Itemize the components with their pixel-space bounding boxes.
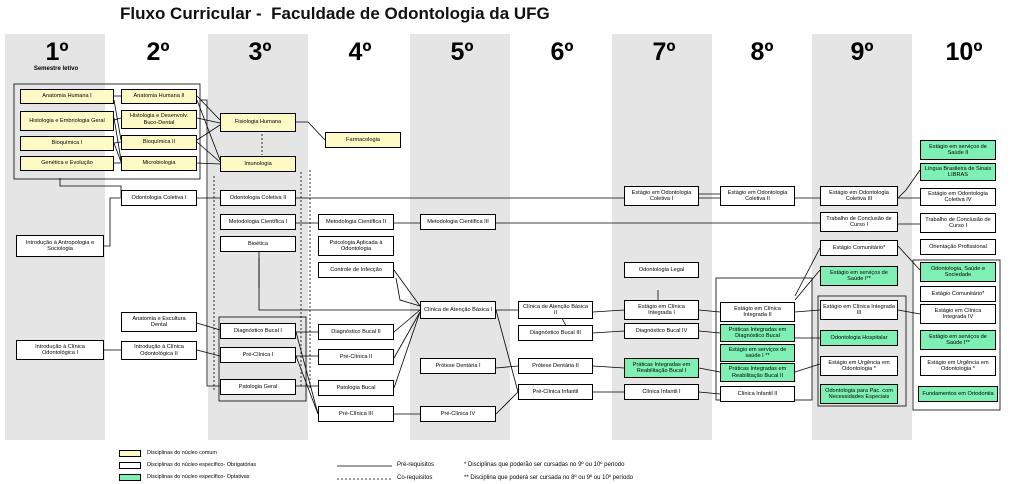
discipline-odontologia-hospitalar[interactable]: Odontologia Hospitalar — [820, 330, 898, 346]
discipline-bioquimica-2[interactable]: Bioquímica II — [121, 135, 197, 150]
discipline-metodologia-1[interactable]: Metodologia Científica I — [220, 214, 296, 230]
discipline-imunologia[interactable]: Imunologia — [220, 156, 296, 172]
semester-label-8: 8º — [750, 38, 774, 66]
legend-label-obrigatorias: Disciplinas do núcleo específico- Obriga… — [147, 462, 257, 468]
discipline-anatomia-humana-2[interactable]: Anatomia Humana II — [121, 89, 197, 104]
semester-label-10: 10º — [945, 38, 983, 66]
discipline-odontologia-legal[interactable]: Odontologia Legal — [624, 262, 699, 278]
discipline-estagio-urgencia-9[interactable]: Estágio em Urgência em Odontologia * — [820, 356, 898, 376]
discipline-estagio-urgencia-10[interactable]: Estágio em Urgência em Odontologia * — [920, 356, 996, 376]
semester-label-1: 1º — [45, 38, 69, 66]
discipline-diagnostico-bucal-1[interactable]: Diagnóstico Bucal I — [220, 323, 296, 339]
discipline-odontologia-coletiva-2[interactable]: Odontologia Coletiva II — [220, 190, 296, 206]
discipline-tcc-1-9[interactable]: Trabalho de Conclusão de Curso I — [820, 212, 898, 232]
semester-label-5: 5º — [450, 38, 474, 66]
legend-swatch-optativas — [119, 474, 141, 481]
discipline-odontologia-saude-sociedade[interactable]: Odontologia, Saúde e Sociedade — [920, 262, 996, 282]
discipline-diagnostico-bucal-4[interactable]: Diagnóstico Bucal IV — [624, 323, 699, 339]
discipline-diagnostico-bucal-3[interactable]: Diagnóstico Bucal III — [518, 325, 593, 341]
discipline-estagio-odc-3[interactable]: Estágio em Odontologia Coletiva III — [820, 186, 898, 206]
discipline-fundamentos-ortodontia[interactable]: Fundamentos em Ortodontia — [918, 386, 998, 402]
semester-sublabel: Semestre letivo — [33, 66, 79, 72]
discipline-estagio-clinica-integrada-2[interactable]: Estágio em Clínica Integrada II — [720, 302, 795, 322]
discipline-histologia-buco-dental[interactable]: Histologia e Desenvolv. Buco-Dental — [121, 110, 197, 129]
discipline-estagio-saude-9[interactable]: Estágio em serviços de Saúde I** — [820, 266, 898, 286]
discipline-estagio-saude-1-8[interactable]: Estágio em serviços de saúde I ** — [720, 344, 795, 362]
discipline-pre-clinica-3[interactable]: Pré-Clínica III — [318, 406, 394, 422]
discipline-orientacao-profissional[interactable]: Orientação Profissional — [920, 239, 996, 255]
discipline-bioquimica-1[interactable]: Bioquímica I — [20, 136, 114, 151]
discipline-intro-clinica-1[interactable]: Introdução à Clínica Odontológica I — [16, 340, 104, 360]
footnote-single-asterisk: * Disciplinas que poderão ser cursadas n… — [464, 462, 625, 468]
legend-swatch-obrigatorias — [119, 462, 141, 469]
discipline-estagio-comunitario-9[interactable]: Estágio Comunitário* — [820, 240, 898, 256]
discipline-anatomia-escultura[interactable]: Anatomia e Escultura Dental — [121, 312, 197, 332]
discipline-psicologia[interactable]: Psicologia Aplicada à Odontologia — [318, 236, 394, 256]
discipline-odontologia-coletiva-1[interactable]: Odontologia Coletiva I — [121, 190, 197, 206]
discipline-genetica-evolucao[interactable]: Genética e Evolução — [20, 156, 114, 171]
discipline-farmacologia[interactable]: Farmacologia — [325, 132, 401, 148]
discipline-histologia-embriologia[interactable]: Histologia e Embriologia Geral — [20, 111, 114, 131]
discipline-patologia-bucal[interactable]: Patologia Bucal — [318, 380, 394, 396]
semester-label-2: 2º — [146, 38, 170, 66]
discipline-pre-clinica-2[interactable]: Pré-Clínica II — [318, 349, 394, 365]
discipline-metodologia-3[interactable]: Metodologia Científica III — [420, 214, 496, 230]
discipline-pre-clinica-4[interactable]: Pré-Clínica IV — [420, 406, 496, 422]
discipline-protese-dentaria-1[interactable]: Prótese Dentária I — [420, 358, 496, 374]
discipline-pacientes-necessidades-especiais[interactable]: Odontologia para Pac. com Necessidades E… — [820, 384, 898, 404]
discipline-patologia-geral[interactable]: Patologia Geral — [220, 379, 296, 395]
legend-label-comum: Disciplinas do núcleo comum — [147, 450, 217, 456]
footnote-double-asterisk: ** Disciplina que poderá ser cursada no … — [464, 475, 634, 481]
discipline-pre-clinica-1[interactable]: Pré-Clínica I — [220, 347, 296, 363]
semester-band-7 — [612, 34, 712, 440]
semester-label-3: 3º — [248, 38, 272, 66]
legend-label-corequisitos: Co-requisitos — [397, 475, 433, 481]
discipline-protese-dentaria-2[interactable]: Prótese Dentária II — [518, 358, 593, 374]
discipline-estagio-clinica-integrada-1[interactable]: Estágio em Clínica Integrada I — [624, 300, 699, 320]
discipline-intro-antropologia[interactable]: Introdução à Antropologia e Sociologia — [16, 235, 104, 257]
page-title: Fluxo Curricular - Faculdade de Odontolo… — [120, 4, 550, 23]
discipline-estagio-odc-1[interactable]: Estágio em Odontologia Coletiva I — [624, 186, 699, 206]
discipline-estagio-odc-4[interactable]: Estágio em Odontologia Coletiva IV — [920, 188, 996, 206]
discipline-tcc-1-10[interactable]: Trabalho de Conclusão de Curso I — [920, 213, 996, 233]
legend-swatch-comum — [119, 450, 141, 457]
legend-label-optativas: Disciplinas do núcleo específico- Optati… — [147, 474, 250, 480]
discipline-praticas-reabilitacao-2[interactable]: Práticas Integradas em Reabilitação Buca… — [720, 363, 795, 382]
discipline-anatomia-humana-1[interactable]: Anatomia Humana I — [20, 89, 114, 104]
semester-band-5 — [410, 34, 510, 440]
discipline-microbiologia[interactable]: Microbiologia — [121, 156, 197, 171]
discipline-praticas-reabilitacao-1[interactable]: Práticas Integradas em Reabilitação Buca… — [624, 358, 699, 378]
semester-label-4: 4º — [348, 38, 372, 66]
discipline-estagio-comunitario-10[interactable]: Estágio Comunitário* — [920, 286, 996, 302]
discipline-fisiologia-humana[interactable]: Fisiologia Humana — [220, 113, 296, 132]
discipline-estagio-saude-10[interactable]: Estágio em serviços de Saúde I** — [920, 330, 996, 350]
legend-label-prerequisitos: Pré-requisitos — [397, 462, 435, 468]
semester-label-7: 7º — [652, 38, 676, 66]
discipline-metodologia-2[interactable]: Metodologia Científica II — [318, 214, 394, 230]
discipline-estagio-clinica-integrada-3[interactable]: Estágio em Clínica Integrada III — [820, 300, 898, 320]
semester-label-6: 6º — [550, 38, 574, 66]
discipline-clinica-atencao-basica-1[interactable]: Clínica de Atenção Básica I — [420, 301, 496, 319]
semester-label-9: 9º — [850, 38, 874, 66]
discipline-bioetica[interactable]: Bioética — [220, 236, 296, 252]
discipline-diagnostico-bucal-2[interactable]: Diagnóstico Bucal II — [318, 324, 394, 340]
semester-band-9 — [812, 34, 912, 440]
discipline-controle-infeccao[interactable]: Controle de Infecção — [318, 262, 394, 278]
discipline-clinica-atencao-basica-2[interactable]: Clínica de Atenção Básica II — [518, 301, 593, 319]
discipline-estagio-saude-2[interactable]: Estágio em serviços de Saúde II — [920, 140, 996, 160]
discipline-intro-clinica-2[interactable]: Introdução à Clínica Odontológica II — [121, 341, 197, 360]
discipline-estagio-clinica-integrada-4[interactable]: Estágio em Clínica Integrada IV — [920, 304, 996, 324]
discipline-clinica-infantil-2[interactable]: Clínica Infantil II — [720, 386, 795, 402]
discipline-estagio-odc-2[interactable]: Estágio em Odontologia Coletiva II — [720, 186, 795, 206]
discipline-clinica-infantil-1[interactable]: Clínica Infantil I — [624, 384, 699, 400]
discipline-praticas-diagnostico[interactable]: Práticas Integradas em Diagnóstico Bucal — [720, 324, 795, 342]
discipline-libras[interactable]: Língua Brasileira de Sinais LIBRAS — [920, 163, 996, 181]
discipline-pre-clinica-infantil[interactable]: Pré-Clínica Infantil — [518, 384, 593, 400]
